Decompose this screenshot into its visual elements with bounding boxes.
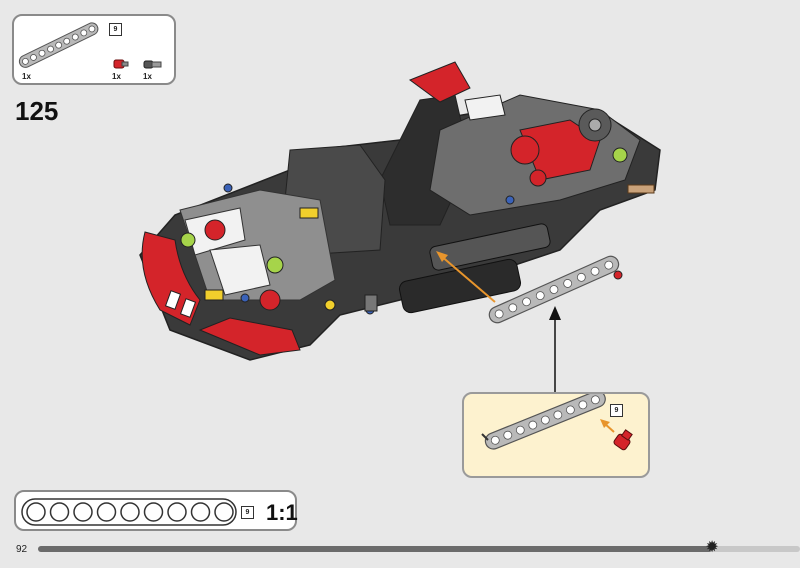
subassembly-red-pin xyxy=(613,429,633,451)
red-pin-part xyxy=(113,59,129,69)
chassis xyxy=(139,61,661,361)
beam-length-badge: 9 xyxy=(109,23,122,36)
page-number: 92 xyxy=(16,544,28,555)
gray-axle-pin-part xyxy=(143,60,162,69)
beam-length-badge: 9 xyxy=(241,506,254,519)
insertion-arrow xyxy=(439,254,496,303)
part-qty: 1x xyxy=(143,72,152,81)
scale-beam xyxy=(21,498,237,526)
subassembly-beam xyxy=(484,394,606,450)
progress-bar: ✹ xyxy=(38,540,800,556)
parts-illustration xyxy=(18,22,162,69)
parts-needed-box: 9 1x 1x 1x xyxy=(12,14,176,85)
beam-length-badge: 9 xyxy=(610,404,623,417)
part-qty: 1x xyxy=(22,72,31,81)
step-number: 125 xyxy=(15,96,59,126)
red-pin-end xyxy=(613,270,623,280)
progress-fill xyxy=(38,546,713,552)
part-qty: 1x xyxy=(112,72,121,81)
scale-reference-box: 9 1:1 xyxy=(14,490,298,531)
beam-to-attach xyxy=(488,255,620,324)
subassembly-illustration xyxy=(481,394,633,451)
scale-label: 1:1 xyxy=(266,500,298,525)
gear-icon: ✹ xyxy=(705,539,719,556)
subassembly-callout: 9 xyxy=(462,392,650,478)
beam-9-part xyxy=(18,22,99,68)
